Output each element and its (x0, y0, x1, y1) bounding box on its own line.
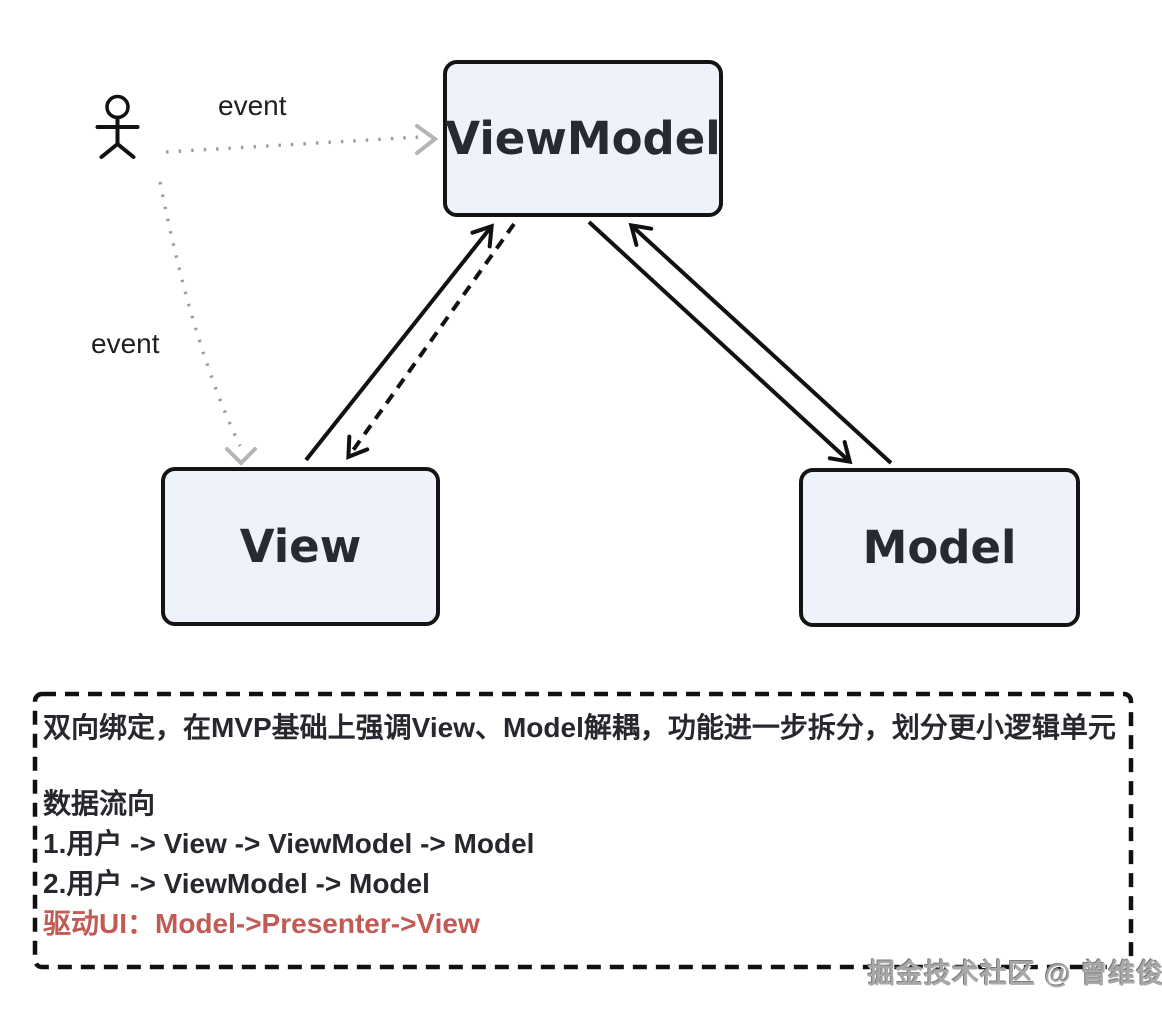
arrow-model-to-viewmodel (628, 222, 893, 465)
node-view: View (161, 467, 440, 626)
node-model: Model (799, 468, 1080, 627)
notes-spacer (43, 748, 1131, 784)
event-arrow-user-to-view (158, 181, 257, 466)
notes-panel-dashed-border (32, 691, 1134, 970)
arrow-viewmodel-to-model (587, 220, 853, 465)
event-label-top: event (218, 90, 287, 121)
node-model-label: Model (862, 521, 1017, 574)
notes-panel: 双向绑定，在MVP基础上强调View、Model解耦，功能进一步拆分，划分更小逻… (34, 694, 1131, 967)
notes-summary: 双向绑定，在MVP基础上强调View、Model解耦，功能进一步拆分，划分更小逻… (43, 712, 1116, 743)
notes-flow-2: 2.用户 -> ViewModel -> Model (43, 868, 430, 899)
notes-flow-heading: 数据流向 (43, 788, 156, 819)
node-viewmodel-label: ViewModel (445, 112, 721, 165)
stick-figure-person-icon (95, 94, 140, 159)
node-viewmodel: ViewModel (443, 60, 723, 217)
event-label-left: event (91, 328, 160, 359)
notes-drive-ui: 驱动UI：Model->Presenter->View (43, 908, 480, 939)
event-arrow-user-to-viewmodel (165, 124, 439, 155)
arrow-view-to-viewmodel (304, 223, 494, 462)
node-view-label: View (239, 520, 362, 573)
arrow-viewmodel-to-view-dashed (346, 222, 516, 460)
watermark: 掘金技术社区 @ 曾维俊 (868, 959, 1162, 989)
notes-flow-1: 1.用户 -> View -> ViewModel -> Model (43, 828, 535, 859)
